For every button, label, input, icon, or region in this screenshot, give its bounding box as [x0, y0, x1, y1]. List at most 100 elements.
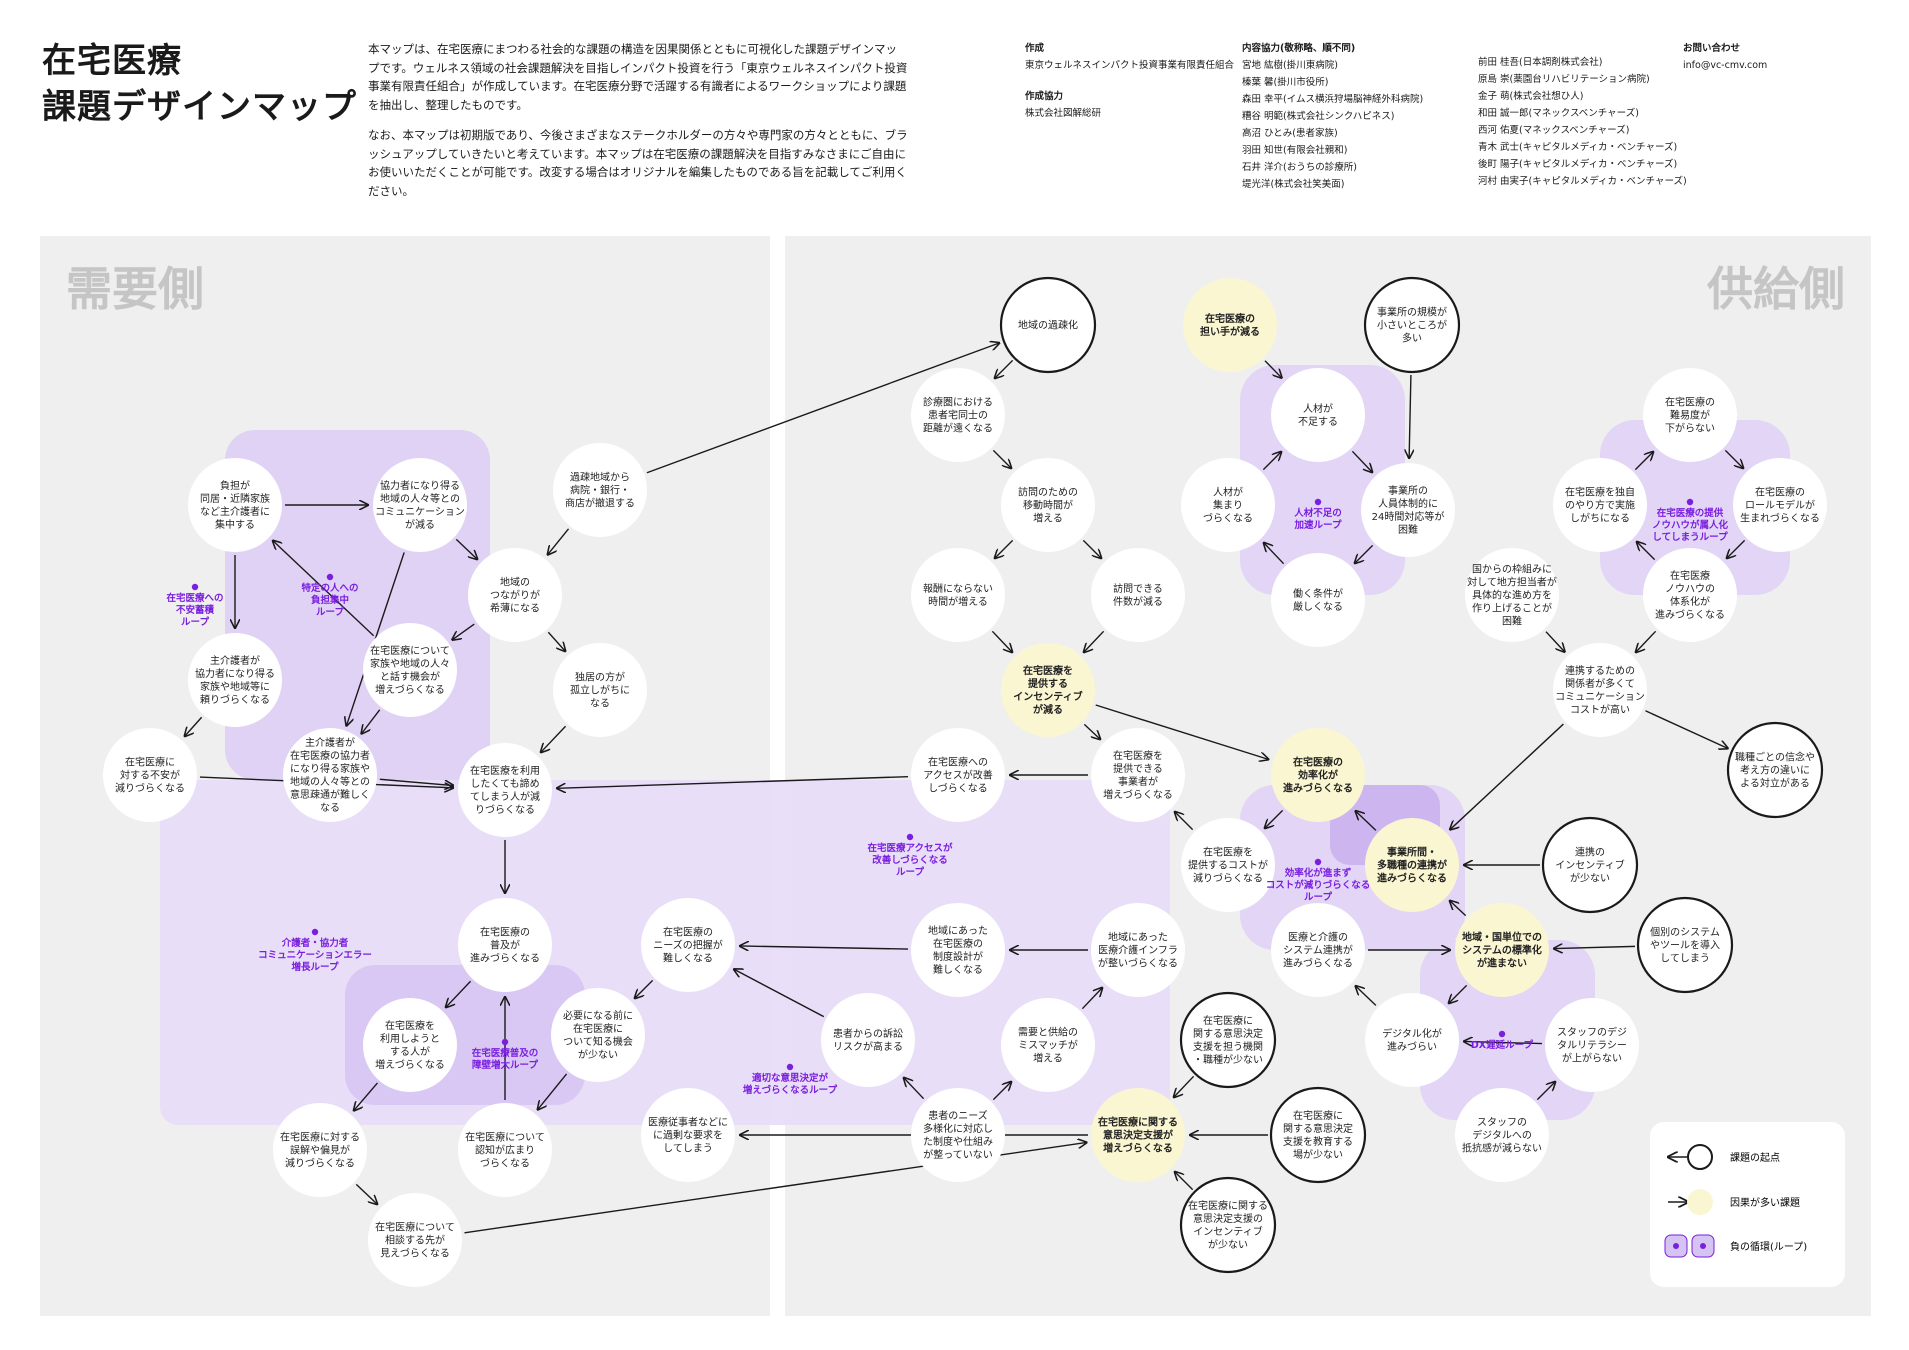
issue-node-label: 個別のシステム	[1650, 926, 1720, 939]
issue-node-label: が進まない	[1477, 957, 1527, 970]
issue-node-label: 頼りづらくなる	[200, 694, 270, 706]
issue-node-circle	[1365, 993, 1459, 1087]
issue-node-circle	[468, 548, 562, 642]
issue-node-label: コストが高い	[1570, 703, 1630, 716]
issue-node-circle	[1636, 896, 1734, 994]
issue-node-label: 具体的な進め方を	[1472, 589, 1552, 602]
loop-label-text: 特定の人への	[301, 582, 358, 594]
issue-node-circle	[1091, 548, 1185, 642]
contact-heading: お問い合わせ	[1683, 43, 1741, 54]
loop-marker-dot	[1498, 1030, 1506, 1038]
issue-node-label: 地域の人々等との	[380, 492, 460, 505]
issue-node-label: 在宅医療を利用	[470, 764, 540, 777]
connector-arrow	[1095, 704, 1269, 759]
connector-arrow	[1262, 452, 1281, 471]
issue-node-label: が減る	[405, 518, 435, 531]
connector-arrow	[446, 980, 472, 1007]
issue-node-label: しがちになる	[1570, 512, 1630, 525]
connector-arrow	[1637, 542, 1656, 561]
issue-node-label: 集中する	[215, 518, 255, 531]
issue-node-label: 進みづらくなる	[1377, 872, 1447, 885]
issue-node-circle	[1181, 458, 1275, 552]
issue-node-label: よる対立がある	[1740, 777, 1810, 790]
issue-node-circle	[1553, 458, 1647, 552]
issue-node-label: 事業所の規模が	[1377, 306, 1447, 319]
loop-label-text: 在宅医療アクセスが	[867, 842, 953, 854]
contributor: 羽田 知世(有限会社親和)	[1242, 145, 1348, 156]
issue-node-label: 進みづらくなる	[1283, 958, 1353, 970]
page-title: 在宅医療 課題デザインマップ	[42, 38, 362, 130]
loop-label-text: ノウハウが属人化	[1652, 519, 1729, 531]
issue-node-label: 減りづらくなる	[1193, 872, 1263, 885]
issue-node-label: 人員体制的に	[1378, 497, 1438, 510]
issue-node-label: 家族や地域等に	[200, 680, 270, 693]
issue-node-label: 地域の	[500, 576, 530, 589]
issue-node-label: 商店が撤退する	[565, 497, 635, 510]
issue-node-circle	[368, 1193, 462, 1287]
issue-node-label: が整いづらくなる	[1098, 957, 1178, 970]
issue-node-label: 在宅医療を	[1113, 749, 1163, 762]
issue-node-circle	[458, 1103, 552, 1197]
issue-node-label: づらくなる	[1203, 513, 1253, 525]
issue-node-label: 提供する	[1028, 677, 1068, 690]
issue-node-label: リスクが高まる	[833, 1040, 903, 1053]
issue-node-label: 在宅医療の	[1665, 396, 1715, 409]
connector-arrow	[1355, 544, 1374, 563]
issue-node-label: インセンティブ	[1013, 690, 1082, 703]
connector-arrow	[1084, 630, 1105, 652]
connector-arrow	[995, 539, 1014, 558]
issue-node-label: 相談する先が	[385, 1234, 445, 1247]
issue-node-label: 難しくなる	[933, 963, 983, 976]
issue-node-label: 誤解や偏見が	[290, 1144, 350, 1157]
issue-node-label: 難しくなる	[663, 952, 713, 965]
issue-node-circle	[1541, 816, 1639, 914]
issue-node-label: デジタル化が	[1382, 1027, 1442, 1040]
page-title-line: 在宅医療	[42, 41, 182, 81]
issue-node-label: 下がらない	[1665, 422, 1715, 435]
issue-node-label: 移動時間が	[1023, 499, 1073, 512]
issue-node-label: 考え方の違いに	[1740, 764, 1810, 777]
issue-node-label: が少ない	[578, 1048, 618, 1061]
issue-node-label: 厳しくなる	[1293, 600, 1343, 613]
issue-node-circle	[1365, 818, 1459, 912]
contributor: 前田 桂吾(日本調剤株式会社)	[1478, 57, 1603, 68]
connector-arrow	[1351, 450, 1372, 472]
connectors	[185, 343, 1745, 1234]
loop-marker-dot	[311, 928, 319, 936]
issue-node-label: タルリテラシー	[1557, 1040, 1627, 1052]
loop-label-text: 負担集中	[311, 594, 349, 606]
loop-label-text: コストが減りづらくなる	[1266, 879, 1371, 891]
contributor: 和田 誠一郎(マネックスベンチャーズ)	[1478, 108, 1639, 119]
credits-cooperation-heading: 作成協力	[1025, 91, 1064, 102]
issue-node-label: 意思疎通が難しく	[290, 788, 370, 801]
loop-label: DX遅延ループ	[1471, 1030, 1534, 1051]
issue-node-label: インセンティブ	[1193, 1225, 1262, 1238]
issue-node-label: 在宅医療の	[1755, 486, 1805, 499]
issue-node-label: のやり方で実施	[1565, 499, 1635, 512]
issue-node-label: やツールを導入	[1650, 939, 1720, 952]
issue-node-label: が少ない	[1208, 1238, 1248, 1251]
issue-node-label: 在宅医療について	[375, 1221, 455, 1234]
issue-node-label: 事業者が	[1118, 775, 1158, 788]
issue-node-label: 在宅医療の	[1293, 756, 1343, 769]
issue-node-label: 訪問できる	[1113, 582, 1163, 595]
issue-node-label: 希薄になる	[490, 602, 540, 615]
issue-node-circle	[1455, 903, 1549, 997]
issue-node-circle	[1271, 368, 1365, 462]
issue-node-label: 在宅医療に対する	[280, 1131, 360, 1144]
